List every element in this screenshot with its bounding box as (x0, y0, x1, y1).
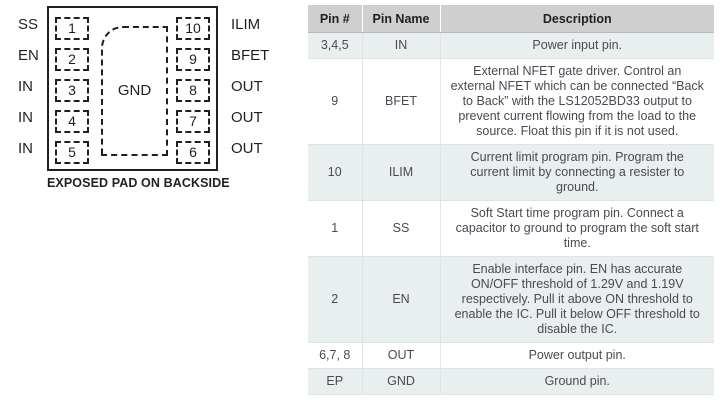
cell-description: Ground pin. (440, 368, 714, 395)
pin-pad-4: 4 (55, 110, 89, 133)
pin-pad-1: 1 (55, 17, 89, 40)
pinout-diagram: SS EN IN IN IN ILIM BFET OUT OUT OUT GND… (0, 0, 300, 400)
pin-description-table: Pin # Pin Name Description 3,4,5 IN Powe… (308, 5, 714, 395)
cell-description: External NFET gate driver. Control an ex… (440, 58, 714, 145)
table-body: 3,4,5 IN Power input pin. 9 BFET Externa… (308, 32, 714, 395)
pin-signal-label-right-10: ILIM (231, 16, 261, 33)
column-header-pin-name: Pin Name (362, 5, 441, 33)
cell-pin-name: GND (362, 368, 441, 395)
pin-pad-6: 6 (176, 141, 210, 164)
table-row: 6,7, 8 OUT Power output pin. (308, 342, 714, 369)
pin-signal-label-right-7: OUT (231, 109, 263, 126)
cell-pin-name: BFET (362, 58, 441, 145)
pin-signal-label-left-1: SS (18, 16, 39, 33)
pin-pad-9: 9 (176, 48, 210, 71)
table-row: 1 SS Soft Start time program pin. Connec… (308, 200, 714, 257)
pin-signal-label-left-4: IN (18, 109, 33, 126)
cell-pin-number: 1 (308, 200, 363, 257)
table-row: 10 ILIM Current limit program pin. Progr… (308, 144, 714, 201)
cell-description: Power output pin. (440, 342, 714, 369)
cell-pin-name: OUT (362, 342, 441, 369)
pin-pad-10: 10 (176, 17, 210, 40)
pin-pad-2: 2 (55, 48, 89, 71)
cell-pin-number: 10 (308, 144, 363, 201)
column-header-description: Description (440, 5, 714, 33)
cell-pin-name: IN (362, 32, 441, 59)
cell-pin-name: SS (362, 200, 441, 257)
cell-pin-number: 3,4,5 (308, 32, 363, 59)
table-row: 9 BFET External NFET gate driver. Contro… (308, 58, 714, 145)
cell-description: Current limit program pin. Program the c… (440, 144, 714, 201)
pin-signal-label-right-9: BFET (231, 47, 270, 64)
pin-pad-7: 7 (176, 110, 210, 133)
pin-pad-8: 8 (176, 79, 210, 102)
cell-description: Enable interface pin. EN has accurate ON… (440, 256, 714, 343)
pin-signal-label-left-3: IN (18, 78, 33, 95)
package-outline: GND 1 2 3 4 5 10 9 8 7 6 (47, 6, 218, 171)
pin-signal-label-left-2: EN (18, 47, 39, 64)
pin-signal-label-right-8: OUT (231, 78, 263, 95)
cell-pin-number: 9 (308, 58, 363, 145)
cell-pin-number: EP (308, 368, 363, 395)
cell-pin-name: ILIM (362, 144, 441, 201)
exposed-gnd-pad: GND (101, 26, 168, 156)
exposed-pad-caption: EXPOSED PAD ON BACKSIDE (47, 176, 230, 190)
table-row: 2 EN Enable interface pin. EN has accura… (308, 256, 714, 343)
cell-pin-number: 6,7, 8 (308, 342, 363, 369)
cell-description: Soft Start time program pin. Connect a c… (440, 200, 714, 257)
pin-pad-3: 3 (55, 79, 89, 102)
pin-signal-label-left-5: IN (18, 140, 33, 157)
pin-pad-5: 5 (55, 141, 89, 164)
table-header-row: Pin # Pin Name Description (308, 5, 714, 33)
pin-signal-label-right-6: OUT (231, 140, 263, 157)
table-row: EP GND Ground pin. (308, 368, 714, 395)
cell-pin-number: 2 (308, 256, 363, 343)
table-row: 3,4,5 IN Power input pin. (308, 32, 714, 59)
pin-description-table-container: Pin # Pin Name Description 3,4,5 IN Powe… (308, 5, 714, 398)
cell-description: Power input pin. (440, 32, 714, 59)
cell-pin-name: EN (362, 256, 441, 343)
gnd-pad-label: GND (117, 82, 152, 99)
column-header-pin-number: Pin # (308, 5, 363, 33)
